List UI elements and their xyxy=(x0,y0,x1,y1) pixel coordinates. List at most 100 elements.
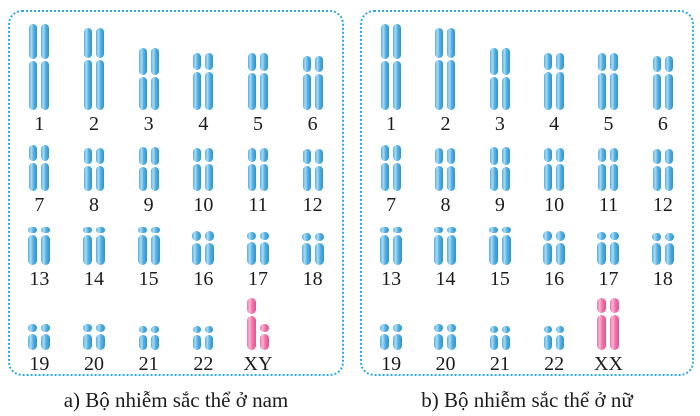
chromosome-short-arm xyxy=(138,147,147,165)
chromosome xyxy=(556,231,566,265)
chromosome-long-arm xyxy=(489,77,498,110)
chromosome-short-arm xyxy=(544,148,553,162)
chromosome-short-arm xyxy=(95,28,104,58)
chromosome-pair-16: 16 xyxy=(176,227,231,290)
chromosome xyxy=(95,227,105,265)
chromosome-short-arm xyxy=(501,147,510,165)
chromosome xyxy=(543,231,553,265)
chromosome xyxy=(447,148,456,191)
chromosome-pair-shapes xyxy=(83,145,104,191)
chromosome-pair-shapes xyxy=(380,298,403,350)
chromosome-short-arm xyxy=(205,231,215,241)
chromosome-number-label: 12 xyxy=(652,194,673,216)
chromosome xyxy=(314,233,324,265)
chromosome-long-arm xyxy=(556,243,566,265)
chromosome-number-label: 2 xyxy=(88,113,99,135)
chromosome xyxy=(544,148,553,191)
chromosome-pair-19: 19 xyxy=(364,298,418,375)
chromosome-pair-12: 12 xyxy=(285,145,340,216)
chromosome-long-arm xyxy=(393,61,402,110)
chromosome-long-arm xyxy=(192,243,202,265)
chromosome-long-arm xyxy=(259,242,269,265)
chromosome xyxy=(95,148,104,191)
chromosome-pair-22: 22 xyxy=(176,298,231,375)
chromosome-pair-4: 4 xyxy=(176,24,231,135)
chromosome-long-arm xyxy=(95,166,104,191)
chromosome-long-arm xyxy=(150,235,160,265)
chromosome xyxy=(610,148,619,191)
chromosome-long-arm xyxy=(598,73,607,110)
chromosome xyxy=(652,56,661,110)
chromosome-short-arm xyxy=(205,148,214,162)
chromosome-short-arm xyxy=(259,324,269,332)
chromosome-long-arm xyxy=(95,334,105,350)
chromosome-pair-1: 1 xyxy=(12,24,67,135)
chromosome-number-label: 3 xyxy=(494,113,505,135)
chromosome xyxy=(434,324,444,350)
chromosome-short-arm xyxy=(302,56,311,72)
chromosome-long-arm xyxy=(193,164,202,191)
chromosome-long-arm xyxy=(314,166,323,191)
chromosome xyxy=(246,298,256,350)
chromosome-long-arm xyxy=(380,334,390,350)
chromosome xyxy=(205,148,214,191)
chromosome xyxy=(302,149,311,191)
chromosome-pair-shapes xyxy=(435,24,456,110)
chromosome-long-arm xyxy=(95,60,104,110)
chromosome xyxy=(302,56,311,110)
chromosome xyxy=(501,147,510,191)
chromosome-long-arm xyxy=(556,164,565,191)
chromosome xyxy=(150,147,159,191)
chromosome-long-arm xyxy=(435,166,444,191)
chromosome-pair-1: 1 xyxy=(364,24,418,135)
chromosome-short-arm xyxy=(138,48,147,75)
chromosome-long-arm xyxy=(41,334,51,350)
chromosome-pair-shapes xyxy=(193,298,214,350)
chromosome-short-arm xyxy=(28,227,38,233)
chromosome-long-arm xyxy=(501,335,510,350)
chromosome-pair-shapes xyxy=(137,227,160,265)
chromosome-long-arm xyxy=(95,235,105,265)
chromosome-number-label: 13 xyxy=(381,268,402,290)
chromosome-short-arm xyxy=(259,53,268,71)
chromosome xyxy=(598,148,607,191)
chromosome xyxy=(41,227,51,265)
chromosome-short-arm xyxy=(447,324,457,332)
chromosome-pair-16: 16 xyxy=(527,227,581,290)
chromosome-long-arm xyxy=(193,335,202,350)
chromosome-long-arm xyxy=(381,163,390,191)
chromosome-pair-shapes xyxy=(434,227,457,265)
chromosome-long-arm xyxy=(447,334,457,350)
chromosome-short-arm xyxy=(95,324,105,332)
chromosome-short-arm xyxy=(41,24,50,59)
chromosome-short-arm xyxy=(29,145,38,161)
chromosome-long-arm xyxy=(489,335,498,350)
chromosome-pair-7: 7 xyxy=(364,145,418,216)
chromosome-long-arm xyxy=(150,77,159,110)
chromosome xyxy=(597,298,607,350)
chromosome-long-arm xyxy=(138,77,147,110)
chromosome xyxy=(259,324,269,350)
chromosome-long-arm xyxy=(544,164,553,191)
chromosome-short-arm xyxy=(664,149,673,164)
chromosome-long-arm xyxy=(205,243,215,265)
chromosome-pair-shapes xyxy=(381,145,402,191)
chromosome-pair-shapes xyxy=(543,227,566,265)
chromosome-long-arm xyxy=(150,167,159,191)
chromosome-pair-shapes xyxy=(598,145,619,191)
chromosome-pair-shapes xyxy=(246,298,269,350)
chromosome-short-arm xyxy=(393,227,403,233)
chromosome-number-label: 18 xyxy=(302,268,323,290)
chromosome-short-arm xyxy=(393,24,402,59)
chromosome xyxy=(247,148,256,191)
chromosome-long-arm xyxy=(83,166,92,191)
chromosome-long-arm xyxy=(664,243,674,265)
chromosome-short-arm xyxy=(380,227,390,233)
chromosome xyxy=(314,149,323,191)
chromosome-short-arm xyxy=(652,149,661,164)
chromosome-pair-shapes xyxy=(597,298,620,350)
chromosome-pair-8: 8 xyxy=(67,145,122,216)
chromosome xyxy=(192,231,202,265)
chromosome-number-label: 18 xyxy=(652,268,673,290)
